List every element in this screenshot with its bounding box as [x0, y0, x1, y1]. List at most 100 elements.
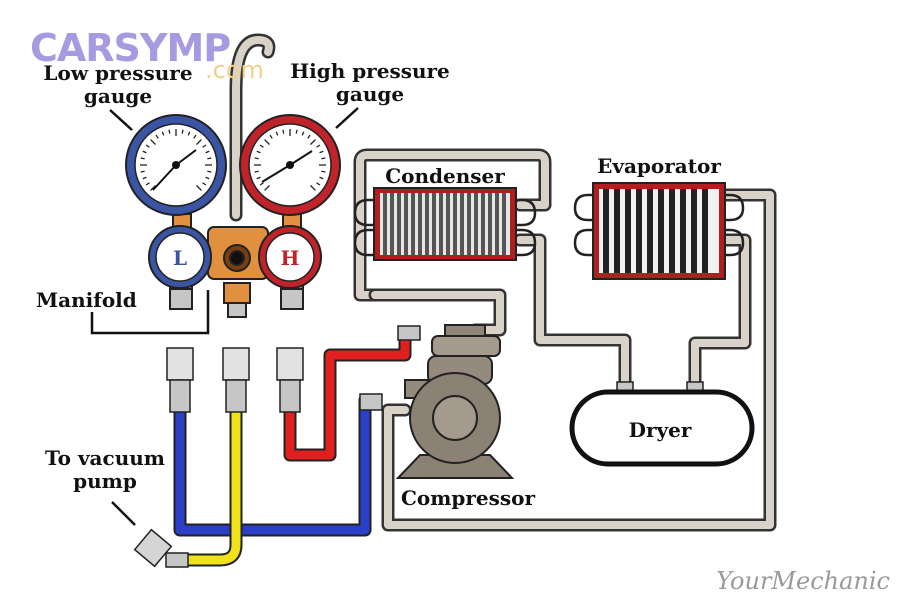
vacuum-pump-fitting: [133, 528, 173, 568]
gauge-tick: [145, 182, 150, 186]
gauge-tick: [275, 131, 279, 136]
hose-connectors: [133, 325, 421, 568]
carsymp-logo: CARSYMP: [30, 26, 231, 70]
gauge-tick: [150, 185, 156, 191]
gauge-tick: [256, 176, 261, 180]
yourmechanic-watermark: YourMechanic: [716, 567, 890, 595]
vacuum-pump-label: To vacuum pump: [45, 446, 165, 493]
fin: [625, 189, 631, 273]
fin: [453, 193, 457, 255]
fin: [460, 193, 464, 255]
gauge-tick: [316, 144, 321, 148]
manifold-label: Manifold: [36, 288, 137, 312]
blue-hose-coupler: [166, 347, 194, 381]
fin: [467, 193, 471, 255]
fin: [603, 189, 609, 273]
gauge-tick: [321, 157, 326, 160]
dryer-label: Dryer: [629, 418, 692, 442]
gauge-tick: [310, 139, 316, 145]
gauge-tick: [310, 185, 316, 191]
gauge-tick: [319, 176, 324, 180]
gauge-tick: [155, 134, 159, 139]
fin: [383, 193, 387, 255]
gauge-tick: [205, 150, 210, 154]
gauge-tick: [161, 131, 165, 136]
yellow-hose: [178, 403, 243, 567]
fin: [502, 193, 506, 255]
fin: [481, 193, 485, 255]
gauge-tick: [205, 176, 210, 180]
gauge-tick: [256, 150, 261, 154]
label-pointers: [90, 107, 359, 526]
fin: [691, 189, 697, 273]
low-gauge-needle: [152, 164, 177, 191]
dryer: [569, 381, 755, 467]
gauge-tick: [282, 129, 285, 134]
gauge-tick: [193, 134, 197, 139]
high-pressure-gauge: [239, 114, 341, 216]
evaporator: [573, 182, 745, 280]
fin: [680, 189, 686, 273]
gauge-tick: [319, 150, 324, 154]
knob-letter-l: L: [173, 246, 187, 270]
compressor-base: [395, 454, 515, 479]
fin: [425, 193, 429, 255]
condenser-label: Condenser: [385, 164, 505, 188]
gauge-tick: [316, 182, 321, 186]
compressor: [395, 324, 515, 479]
fin: [411, 193, 415, 255]
red-hose-coupler: [276, 347, 304, 381]
fin: [446, 193, 450, 255]
gauge-tick: [269, 134, 273, 139]
blue-hose: [173, 393, 372, 537]
low-pressure-gauge: [125, 114, 227, 216]
gauge-tick: [259, 182, 264, 186]
gauge-tick: [142, 176, 147, 180]
gauge-tick: [168, 129, 171, 134]
gauge-tick: [254, 170, 259, 173]
gauge-tick: [207, 157, 212, 160]
fin: [702, 189, 708, 273]
fin: [439, 193, 443, 255]
fin: [636, 189, 642, 273]
gauge-tick: [307, 134, 311, 139]
fin: [432, 193, 436, 255]
gauge-tick: [321, 170, 326, 173]
evaporator-label: Evaporator: [597, 154, 721, 178]
fin: [495, 193, 499, 255]
fin: [390, 193, 394, 255]
yellow-hose-coupler: [222, 347, 250, 381]
fin: [404, 193, 408, 255]
gauge-tick: [254, 157, 259, 160]
fin: [658, 189, 664, 273]
gauge-tick: [202, 182, 207, 186]
low-gauge-pointer: [109, 109, 133, 131]
gauge-tick: [196, 185, 202, 191]
condenser: [353, 187, 537, 261]
fin: [488, 193, 492, 255]
gauge-tick: [142, 150, 147, 154]
gauge-tick: [259, 144, 264, 148]
gauge-tick: [295, 129, 298, 134]
fin: [647, 189, 653, 273]
gauge-tick: [264, 139, 270, 145]
compressor-low-port: [359, 393, 383, 411]
high-gauge-pointer: [335, 107, 359, 129]
low-side-knob: [148, 225, 212, 289]
fin: [614, 189, 620, 273]
dryer-body: [569, 389, 755, 467]
manifold: [169, 213, 304, 318]
gauge-tick: [140, 157, 145, 160]
fin: [418, 193, 422, 255]
gauge-tick: [202, 144, 207, 148]
carsymp-logo-suffix: .com: [205, 56, 264, 84]
fin: [397, 193, 401, 255]
gauge-tick: [140, 170, 145, 173]
service-hoses: [173, 333, 412, 567]
knob-letter-h: H: [281, 246, 300, 270]
vacuum-pump-pointer: [111, 501, 136, 526]
fin: [474, 193, 478, 255]
gauge-tick: [187, 131, 191, 136]
